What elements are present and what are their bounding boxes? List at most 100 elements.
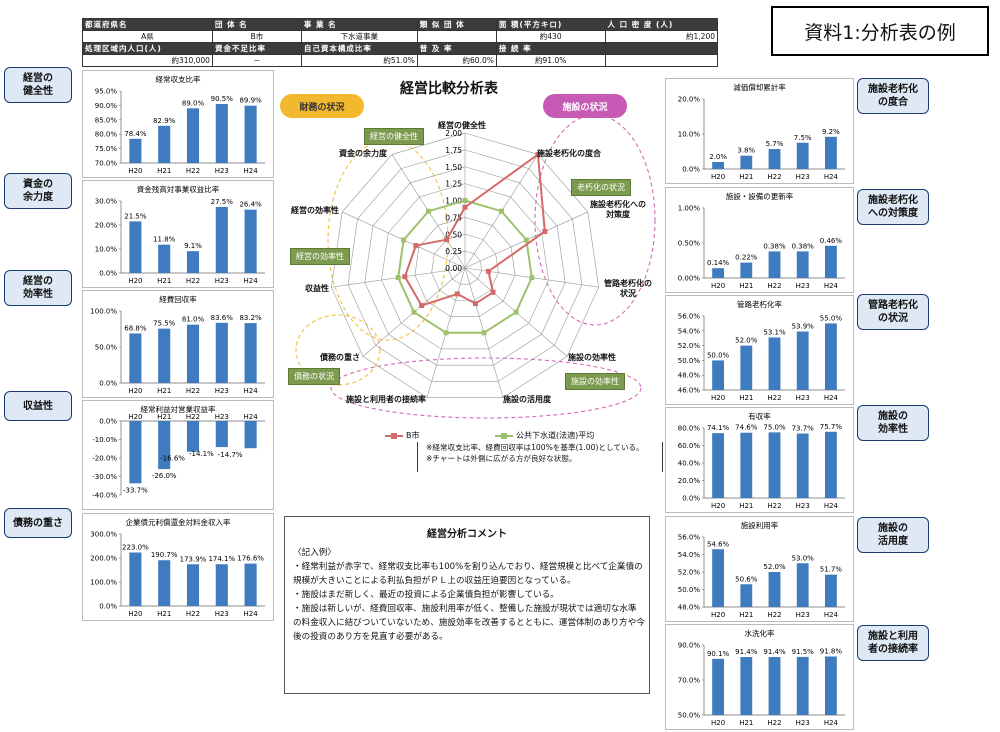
y-tick-label: 0.0% xyxy=(99,603,117,611)
chart-title: 施設・設備の更新率 xyxy=(726,191,794,201)
bar xyxy=(215,564,228,606)
x-tick-label: H22 xyxy=(767,611,781,619)
y-tick-label: 50.0% xyxy=(95,344,118,352)
comment-line: 〈記入例〉 xyxy=(293,548,336,558)
radar-series-b-marker xyxy=(472,301,478,307)
y-tick-label: 90.0% xyxy=(95,102,118,110)
callout-right: 施設老朽化 への対策度 xyxy=(857,189,929,225)
chart-title: 経常収支比率 xyxy=(156,74,201,84)
callout-right: 施設と利用 者の接続率 xyxy=(857,625,929,661)
tag-kouritsu: 経営の効率性 xyxy=(290,248,350,265)
x-tick-label: H22 xyxy=(767,394,781,402)
bar xyxy=(186,564,200,606)
bar-value-label: -26.0% xyxy=(152,472,177,480)
bar-value-label: 83.6% xyxy=(211,314,234,322)
y-tick-label: -40.0% xyxy=(92,492,117,500)
bar xyxy=(768,337,781,390)
chart-title: 経費回収率 xyxy=(159,294,197,304)
bar-value-label: 75.5% xyxy=(153,320,176,328)
radar-legend xyxy=(385,433,513,439)
y-tick-label: 70.0% xyxy=(95,160,118,168)
hdr-value: 約60.0% xyxy=(416,54,497,67)
x-tick-label: H20 xyxy=(128,413,142,421)
radar-grid-ring xyxy=(364,166,566,366)
bar xyxy=(215,421,228,448)
y-tick-label: 300.0% xyxy=(90,531,117,539)
radar-series-b-marker xyxy=(444,237,450,243)
x-tick-label: H23 xyxy=(215,413,229,421)
note-line: ※経常収支比率、経費回収率は100%を基準(1.00)としている。 xyxy=(426,443,644,452)
bar-value-label: 0.14% xyxy=(707,259,730,267)
radar-tick-label: 1.75 xyxy=(445,146,462,155)
header-table: 都道府県名 団 体 名 事 業 名 類 似 団 体 面 積(平方キロ) 人 口 … xyxy=(82,18,719,67)
radar-label: 経営の健全性 xyxy=(438,121,486,130)
legend-marker-avg xyxy=(501,433,507,439)
bar xyxy=(824,656,837,715)
bar-value-label: 53.0% xyxy=(792,554,815,562)
hdr-label: 自己資本構成比率 xyxy=(300,42,418,55)
radar-tick-label: 0.75 xyxy=(445,213,462,222)
bar xyxy=(129,421,142,484)
hdr-label: 都道府県名 xyxy=(82,18,213,31)
bar-chart-svg: 経費回収率0.0%50.0%100.0%68.8%H2075.5%H2181.0… xyxy=(90,294,265,395)
bar-value-label: 27.5% xyxy=(211,198,234,206)
x-tick-label: H22 xyxy=(767,502,781,510)
bar-chart-svg: 有収率0.0%20.0%40.0%60.0%80.0%74.1%H2074.6%… xyxy=(678,411,845,510)
bar-value-label: 0.46% xyxy=(820,237,843,245)
y-tick-label: 95.0% xyxy=(95,88,118,96)
radar-chart: 0.000.250.500.751.001.251.501.752.00 xyxy=(295,114,656,419)
radar-tick-label: 1.25 xyxy=(445,180,462,189)
radar-tick-label: 1.50 xyxy=(445,163,462,172)
y-tick-label: 52.0% xyxy=(678,569,701,577)
bar-value-label: 5.7% xyxy=(766,140,784,148)
tag-shisetsu-kouritsu: 施設の効率性 xyxy=(565,373,625,390)
radar-tick-label: 0.25 xyxy=(445,247,462,256)
x-tick-label: H21 xyxy=(157,387,171,395)
y-tick-label: 48.0% xyxy=(678,604,701,612)
x-tick-label: H24 xyxy=(244,167,259,175)
bar-value-label: 173.9% xyxy=(180,555,207,563)
bar-value-label: 0.38% xyxy=(763,242,786,250)
legend-marker-b xyxy=(391,433,397,439)
y-tick-label: 0.0% xyxy=(99,418,117,426)
bar-value-label: 53.1% xyxy=(763,328,786,336)
bar-value-label: -33.7% xyxy=(123,486,148,494)
x-tick-label: H23 xyxy=(215,387,229,395)
radar-series-b-marker xyxy=(542,229,548,235)
x-tick-label: H21 xyxy=(157,167,171,175)
radar-label: 施設老朽化の度合 xyxy=(537,149,601,158)
x-tick-label: H20 xyxy=(128,610,142,618)
radar-series-avg-marker xyxy=(529,275,535,281)
bar xyxy=(244,323,257,383)
radar-series-b-marker xyxy=(535,151,541,157)
bar-value-label: 0.38% xyxy=(792,242,815,250)
bar-value-label: 174.1% xyxy=(208,555,235,563)
radar-series-avg-marker xyxy=(462,198,468,203)
x-tick-label: H24 xyxy=(824,502,839,510)
radar-grid-ring xyxy=(331,132,599,398)
y-tick-label: -30.0% xyxy=(92,473,117,481)
x-tick-label: H21 xyxy=(157,277,171,285)
radar-label: 収益性 xyxy=(305,284,329,293)
radar-series-avg-marker xyxy=(523,237,529,243)
y-tick-label: 50.0% xyxy=(678,357,701,365)
x-tick-label: H22 xyxy=(767,719,781,727)
x-tick-label: H22 xyxy=(186,413,200,421)
bar-chart-svg: 経常利益対営業収益率0.0%-10.0%-20.0%-30.0%-40.0%-3… xyxy=(92,404,265,500)
bar-value-label: 54.6% xyxy=(707,540,730,548)
x-tick-label: H23 xyxy=(796,394,810,402)
bar xyxy=(796,331,809,390)
bar xyxy=(768,251,781,278)
chart-title: 施設利用率 xyxy=(741,520,779,530)
document-title: 資料1:分析表の例 xyxy=(771,6,989,56)
y-tick-label: -10.0% xyxy=(92,436,117,444)
radar-grid-ring xyxy=(381,183,549,350)
y-tick-label: 48.0% xyxy=(678,372,701,380)
tag-saimu: 債務の状況 xyxy=(288,368,340,385)
hdr-label: 普 及 率 xyxy=(416,42,497,55)
x-tick-label: H23 xyxy=(215,167,229,175)
